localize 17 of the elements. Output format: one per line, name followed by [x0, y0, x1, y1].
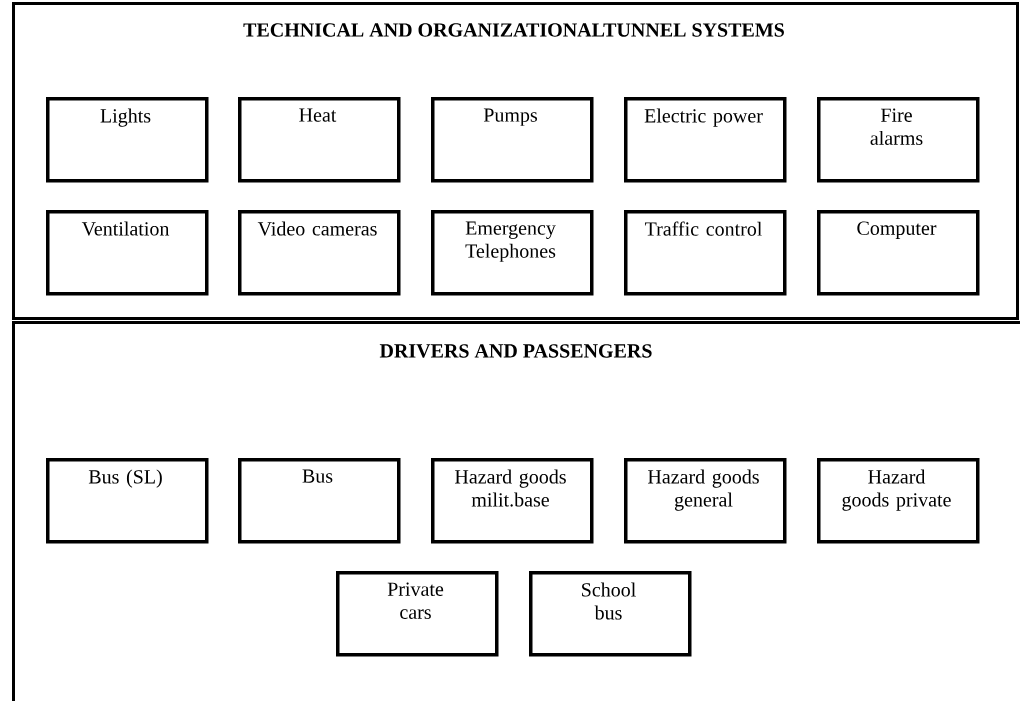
- system-box: Computer: [817, 210, 980, 296]
- system-box: Fire alarms: [817, 97, 980, 183]
- system-box: Bus: [238, 458, 401, 544]
- system-box: Bus (SL): [46, 458, 209, 544]
- system-box: Hazard goods milit.base: [431, 458, 594, 544]
- system-box: Hazard goods general: [624, 458, 787, 544]
- system-box: Video cameras: [238, 210, 401, 296]
- system-box: Pumps: [431, 97, 594, 183]
- system-box: Emergency Telephones: [431, 210, 594, 296]
- system-box: Private cars: [336, 571, 499, 657]
- system-box: School bus: [529, 571, 692, 657]
- system-box: Heat: [238, 97, 401, 183]
- system-box: Ventilation: [46, 210, 209, 296]
- system-box: Hazard goods private: [817, 458, 980, 544]
- system-box: Lights: [46, 97, 209, 183]
- system-box: Traffic control: [624, 210, 787, 296]
- system-box: Electric power: [624, 97, 787, 183]
